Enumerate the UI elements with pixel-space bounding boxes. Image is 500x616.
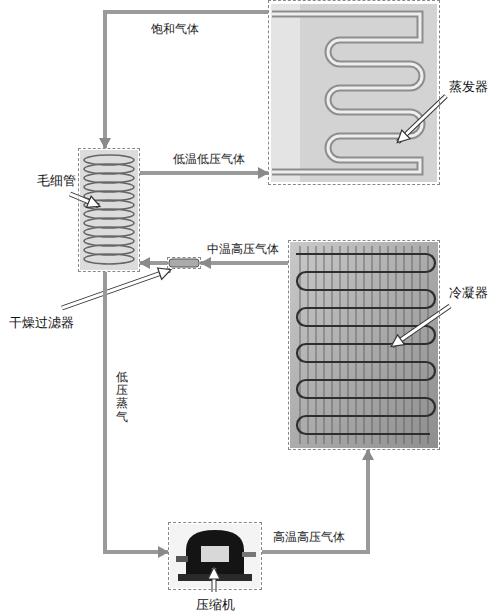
part-label: 冷凝器: [449, 285, 488, 301]
condenser-photo: [290, 242, 438, 448]
flow-label: 中温高压气体: [206, 242, 280, 256]
part-label: 压缩机: [196, 597, 235, 613]
flow-pipe: [105, 272, 168, 552]
compressor-box: 压缩机: [168, 522, 262, 590]
filter-photo: [169, 259, 199, 267]
condenser-box: 冷凝器: [288, 240, 440, 450]
part-label: 毛细管: [37, 173, 76, 189]
flow-pipe: [262, 450, 368, 552]
flow-pipe: [201, 261, 288, 265]
flow-pipe: [105, 12, 268, 148]
flow-label: 低温低压气体: [172, 152, 246, 166]
capillary-box: 毛细管: [78, 148, 140, 272]
evaporator-box: 蒸发器: [268, 0, 440, 185]
flow-pipe: [140, 261, 167, 265]
evaporator-photo: [271, 4, 437, 182]
part-label: 蒸发器: [449, 79, 488, 95]
leader-arrows: [62, 96, 450, 592]
flow-label: 饱和气体: [150, 22, 200, 36]
part-label: 干燥过滤器: [9, 315, 74, 331]
flow-label: 低压蒸气: [116, 370, 128, 425]
flow-pipe: [140, 171, 268, 175]
filter-box: 干燥过滤器: [167, 257, 201, 269]
capillary-photo: [80, 150, 138, 270]
flow-label: 高温高压气体: [272, 530, 346, 544]
